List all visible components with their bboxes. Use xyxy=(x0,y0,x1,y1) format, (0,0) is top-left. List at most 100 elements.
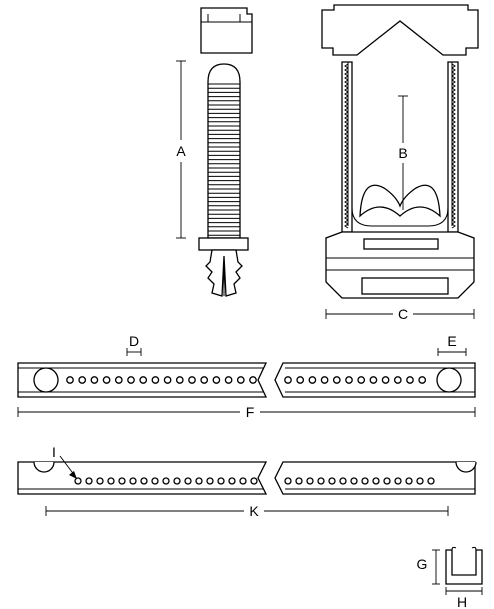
rail-tooth xyxy=(344,123,349,129)
label-f: F xyxy=(246,404,255,420)
channel-hole xyxy=(427,477,435,485)
channel-hole xyxy=(405,477,413,485)
rail-tooth xyxy=(344,131,349,137)
strip-hole xyxy=(188,376,196,384)
bracket-inner-frame xyxy=(351,66,449,227)
strip-hole xyxy=(127,376,135,384)
strip-hole xyxy=(224,376,233,384)
strip-hole xyxy=(296,376,305,384)
rail-tooth xyxy=(451,103,456,109)
rail-tooth xyxy=(451,167,456,173)
label-g: G xyxy=(417,556,428,572)
channel-hole xyxy=(162,477,170,485)
rail-tooth xyxy=(344,63,349,69)
rail-tooth xyxy=(344,143,349,149)
rail-tooth xyxy=(451,95,456,101)
long-strip xyxy=(17,362,476,398)
rail-tooth xyxy=(451,67,456,73)
label-i: I xyxy=(52,444,56,460)
channel-hole xyxy=(195,477,203,485)
rail-tooth xyxy=(451,195,456,201)
strip-hole xyxy=(381,376,390,384)
rail-tooth xyxy=(451,159,456,165)
channel-profile-shape xyxy=(445,549,483,585)
channel-hole xyxy=(239,477,247,485)
strip-hole xyxy=(345,376,353,384)
rail-tooth xyxy=(451,179,456,185)
strip-hole xyxy=(78,376,87,384)
rail-tooth xyxy=(451,215,456,221)
channel-hole xyxy=(284,477,292,485)
rail-tooth xyxy=(451,87,456,93)
strip-hole xyxy=(236,376,245,384)
rail-tooth xyxy=(344,79,349,85)
channel-hole xyxy=(228,477,236,485)
rail-tooth xyxy=(451,123,456,129)
rail-tooth xyxy=(451,219,456,225)
rail-tooth xyxy=(451,71,456,77)
bracket-saddle xyxy=(359,184,441,218)
strip-hole xyxy=(200,376,209,384)
rail-tooth xyxy=(344,211,349,217)
dimension-a: A xyxy=(176,60,186,239)
rail-tooth xyxy=(451,63,456,69)
dimension-b: B xyxy=(398,95,408,210)
channel-hole xyxy=(339,477,347,485)
dimension-d: D xyxy=(126,333,142,356)
rail-tooth xyxy=(344,75,349,81)
strip-hole xyxy=(418,376,427,384)
rail-tooth xyxy=(344,107,349,113)
channel-hole xyxy=(74,477,82,485)
dimension-g: G xyxy=(417,549,440,585)
rail-tooth xyxy=(344,91,349,97)
rail-tooth xyxy=(451,175,456,181)
label-d: D xyxy=(129,333,139,349)
label-c: C xyxy=(398,306,408,322)
rail-tooth xyxy=(344,127,349,133)
rail-tooth xyxy=(344,111,349,117)
rail-tooth xyxy=(451,127,456,133)
rail-tooth xyxy=(451,75,456,81)
channel-hole xyxy=(383,477,391,485)
rail-tooth xyxy=(451,211,456,217)
label-h: H xyxy=(457,594,467,609)
strip-right-boss xyxy=(436,367,462,393)
channel-hole xyxy=(361,477,369,485)
rail-tooth xyxy=(451,131,456,137)
rail-tooth xyxy=(344,171,349,177)
strip-hole xyxy=(90,376,99,384)
rail-tooth xyxy=(451,143,456,149)
rail-tooth xyxy=(344,195,349,201)
rail-tooth xyxy=(344,71,349,77)
channel-left-notch xyxy=(33,461,55,473)
rail-tooth xyxy=(451,163,456,169)
channel-hole xyxy=(394,477,402,485)
strip-hole xyxy=(308,376,317,384)
label-e: E xyxy=(447,333,456,349)
rail-tooth xyxy=(451,199,456,205)
rail-tooth xyxy=(344,103,349,109)
rail-tooth xyxy=(344,167,349,173)
dimension-k: K xyxy=(45,503,449,519)
rail-tooth xyxy=(344,147,349,153)
rail-tooth xyxy=(451,91,456,97)
rail-tooth xyxy=(344,223,349,229)
callout-i: I xyxy=(52,444,77,479)
channel-strip xyxy=(17,461,477,495)
rail-tooth xyxy=(344,175,349,181)
push-rivet xyxy=(198,7,253,297)
rail-tooth xyxy=(344,187,349,193)
rail-tooth xyxy=(344,135,349,141)
strip-hole xyxy=(175,376,184,384)
dimension-e: E xyxy=(437,333,467,356)
rail-tooth xyxy=(451,99,456,105)
channel-hole xyxy=(184,477,192,485)
channel-hole xyxy=(151,477,159,485)
rail-tooth xyxy=(344,87,349,93)
rail-tooth xyxy=(451,107,456,113)
rail-tooth xyxy=(344,163,349,169)
rail-tooth xyxy=(451,151,456,157)
dimension-h: H xyxy=(445,587,483,609)
strip-hole xyxy=(114,376,123,384)
rail-tooth xyxy=(344,83,349,89)
